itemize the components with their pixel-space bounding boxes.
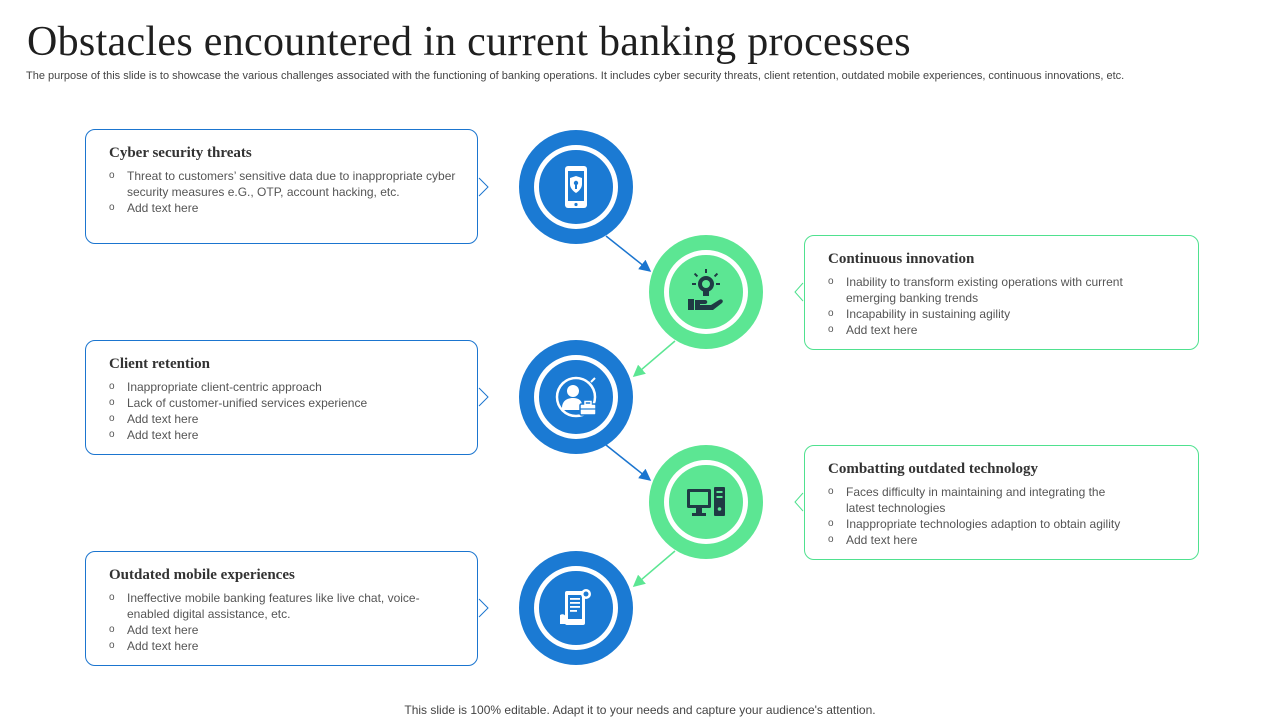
bullet: Inability to transform existing operatio… [828, 274, 1153, 306]
card-bullets: Ineffective mobile banking features like… [109, 590, 454, 654]
card-title: Combatting outdated technology [828, 461, 1039, 477]
arrow-2 [632, 340, 676, 377]
card-client-retention: Client retention Inappropriate client-ce… [85, 340, 478, 455]
page-subtitle: The purpose of this slide is to showcase… [26, 70, 1125, 82]
card-notch-5 [478, 598, 489, 618]
client-briefcase-icon [555, 376, 597, 418]
card-bullets: Faces difficulty in maintaining and inte… [828, 484, 1133, 548]
footer-note: This slide is 100% editable. Adapt it to… [404, 703, 876, 717]
circle-continuous-innovation [649, 235, 763, 349]
bullet: Inappropriate client-centric approach [109, 379, 459, 395]
bullet: Lack of customer-unified services experi… [109, 395, 459, 411]
card-continuous-innovation: Continuous innovation Inability to trans… [804, 235, 1199, 350]
card-outdated-technology: Combatting outdated technology Faces dif… [804, 445, 1199, 560]
bullet: Add text here [109, 638, 454, 654]
bullet: Add text here [109, 622, 454, 638]
circle-outdated-technology [649, 445, 763, 559]
bullet: Incapability in sustaining agility [828, 306, 1153, 322]
card-notch-2 [794, 282, 804, 302]
circle-client-retention [519, 340, 633, 454]
card-notch-3 [478, 387, 489, 407]
arrow-3 [605, 444, 652, 481]
card-title: Outdated mobile experiences [109, 567, 295, 583]
card-title: Client retention [109, 356, 210, 372]
computer-desktop-icon [687, 487, 725, 516]
card-notch-4 [794, 492, 804, 512]
bullet: Threat to customers’ sensitive data due … [109, 168, 459, 200]
card-notch-1 [478, 177, 489, 197]
card-bullets: Inability to transform existing operatio… [828, 274, 1153, 338]
bullet: Add text here [109, 411, 459, 427]
circle-outdated-mobile [519, 551, 633, 665]
card-title: Continuous innovation [828, 251, 975, 267]
arrow-4 [632, 550, 676, 587]
mobile-document-icon [560, 589, 591, 625]
circle-cyber-security [519, 130, 633, 244]
card-outdated-mobile: Outdated mobile experiences Ineffective … [85, 551, 478, 666]
phone-security-icon [565, 166, 587, 208]
bullet: Add text here [109, 200, 459, 216]
bullet: Inappropriate technologies adaption to o… [828, 516, 1133, 532]
bullet: Faces difficulty in maintaining and inte… [828, 484, 1133, 516]
bullet: Add text here [109, 427, 459, 443]
innovation-bulb-hand-icon [688, 269, 723, 310]
card-bullets: Inappropriate client-centric approach La… [109, 379, 459, 443]
arrow-1 [605, 235, 652, 272]
card-cyber-security: Cyber security threats Threat to custome… [85, 129, 478, 244]
card-title: Cyber security threats [109, 145, 252, 161]
card-bullets: Threat to customers’ sensitive data due … [109, 168, 459, 216]
page-title: Obstacles encountered in current banking… [27, 19, 911, 65]
bullet: Ineffective mobile banking features like… [109, 590, 454, 622]
bullet: Add text here [828, 532, 1133, 548]
bullet: Add text here [828, 322, 1153, 338]
